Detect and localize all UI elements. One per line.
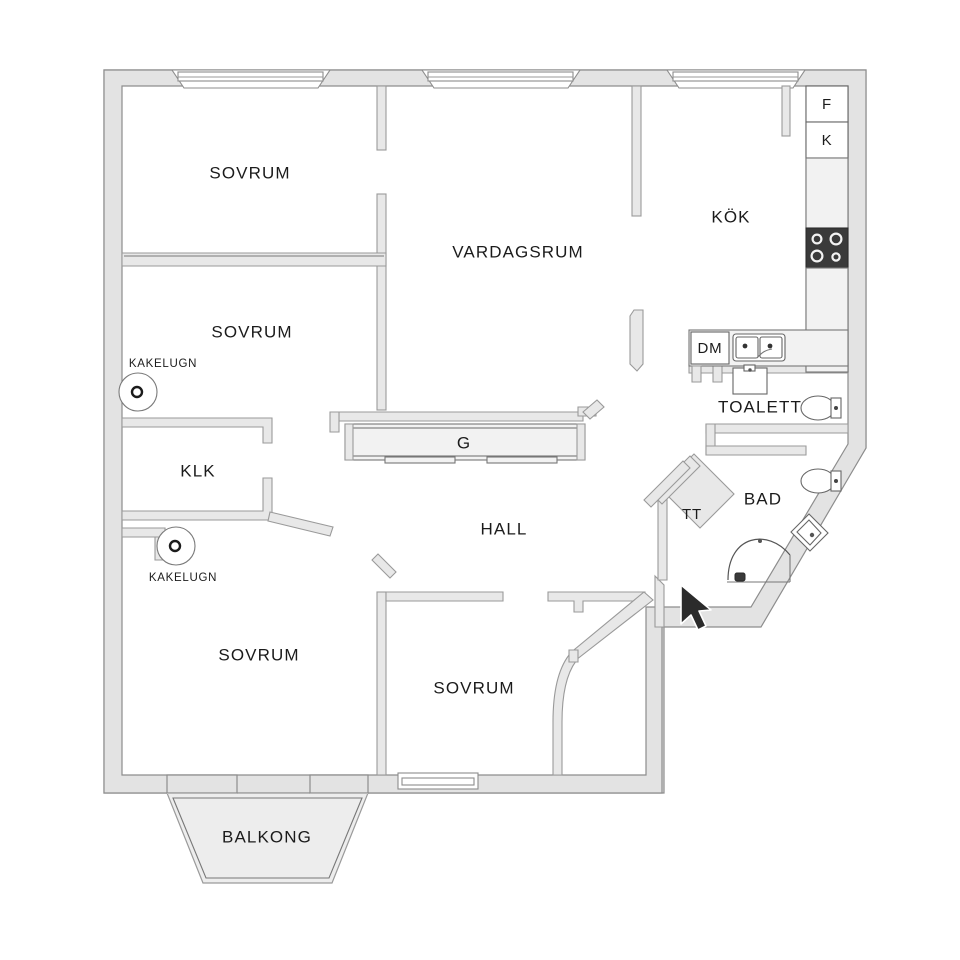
room-label-sovrum-1: SOVRUM (209, 163, 290, 182)
annotation-kakelugn-2: KAKELUGN (149, 572, 217, 584)
window-top-1 (170, 69, 332, 89)
room-label-vardagsrum: VARDAGSRUM (452, 242, 584, 261)
laundry-tt: TT (643, 453, 735, 529)
room-labels: SOVRUM SOVRUM SOVRUM SOVRUM VARDAGSRUM K… (180, 163, 750, 697)
kitchen-counter: F K DM (688, 85, 849, 383)
kakelugn-1: KAKELUGN (118, 358, 197, 412)
kitchen-sink-icon (732, 333, 786, 362)
mouse-cursor (680, 584, 712, 631)
room-label-klk: KLK (180, 461, 215, 480)
room-label-sovrum-2: SOVRUM (211, 322, 292, 341)
room-label-hall: HALL (481, 519, 528, 538)
room-label-bad: BAD (744, 489, 782, 508)
fixture-label-fridge: F (822, 96, 832, 113)
interior-walls (121, 85, 849, 776)
fixture-label-dishwasher: DM (698, 340, 723, 357)
room-label-toalett: TOALETT (718, 397, 802, 416)
window-top-3 (665, 69, 807, 89)
room-label-sovrum-3: SOVRUM (218, 645, 299, 664)
kakelugn-2: KAKELUGN (149, 526, 217, 584)
annotation-kakelugn-1: KAKELUGN (129, 358, 197, 370)
bad-fixtures: BAD (727, 468, 842, 583)
toalett-toilet-icon (800, 395, 842, 421)
window-top-2 (420, 69, 582, 89)
room-label-sovrum-4: SOVRUM (433, 678, 514, 697)
window-group-top (170, 69, 807, 89)
wardrobe-g: G (329, 399, 605, 464)
bad-sink-icon (790, 513, 829, 552)
window-group-bottom (397, 772, 479, 790)
fixture-label-freezer: K (822, 132, 833, 149)
stove-icon (805, 227, 849, 269)
toalett-sink-icon (732, 364, 768, 395)
bad-toilet-icon (800, 468, 842, 494)
bad-shower-icon (727, 538, 791, 583)
room-label-kok: KÖK (711, 207, 750, 226)
room-label-balkong: BALKONG (222, 827, 312, 846)
fixture-label-tt: TT (682, 506, 702, 523)
fixture-label-wardrobe-g: G (457, 433, 471, 452)
balcony: BALKONG (166, 774, 369, 884)
toalett-fixtures: TOALETT (718, 364, 842, 421)
